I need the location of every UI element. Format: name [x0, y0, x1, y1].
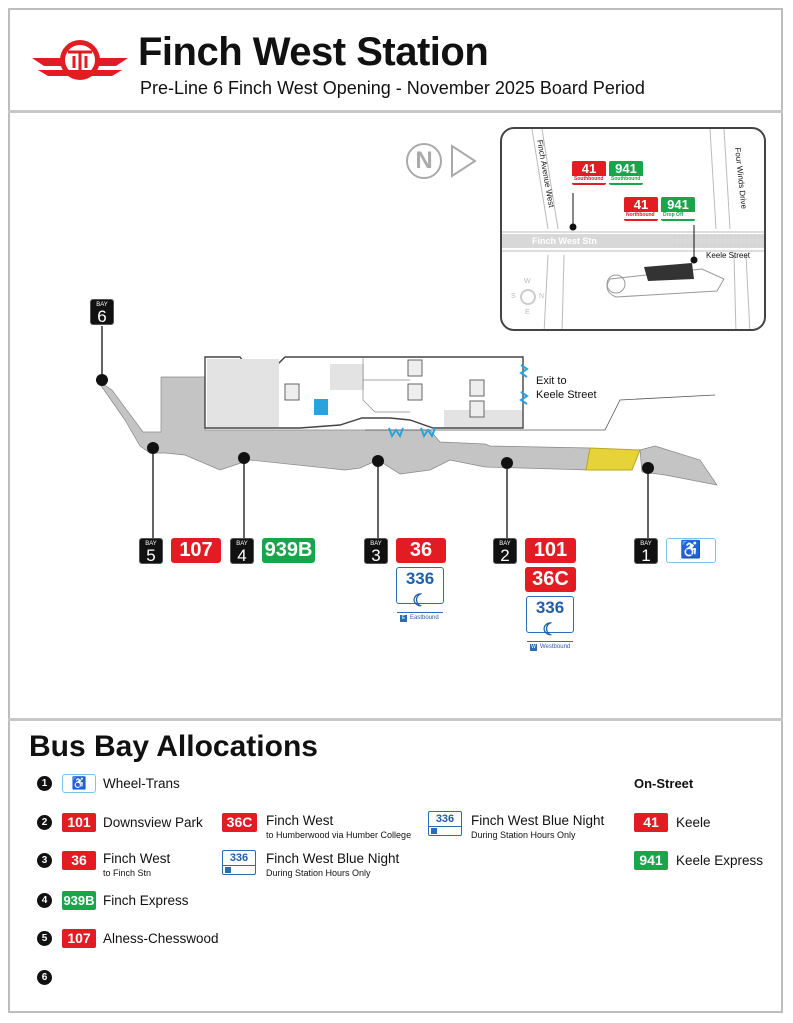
- legend-text: Finch West Blue Night: [471, 813, 605, 828]
- route-badge-107: 107: [171, 538, 221, 563]
- legend-route-badge: 107: [62, 929, 96, 948]
- route-badge-36c: 36C: [525, 567, 576, 592]
- legend-text: Finch West: [266, 813, 334, 828]
- legend-text: Finch West: [103, 851, 171, 866]
- legend-text: Downsview Park: [103, 815, 203, 830]
- page-frame: [8, 8, 783, 1013]
- route-badge-101: 101: [525, 538, 576, 563]
- legend-text: Finch Express: [103, 893, 189, 908]
- street-label: Keele Street: [706, 251, 751, 260]
- legend-subtext: to Humberwood via Humber College: [266, 830, 412, 840]
- exit-label: Exit to Keele Street: [536, 375, 597, 401]
- compass-w: W: [524, 278, 531, 285]
- legend-bay-number: 3: [37, 853, 52, 868]
- station-diagram: [96, 326, 718, 538]
- bay-5-marker: [147, 442, 159, 454]
- inset-map: Finch Avenue West Four Winds Drive Keele…: [500, 127, 766, 331]
- bay-1-marker: [642, 462, 654, 474]
- page-title: Finch West Station: [138, 30, 489, 74]
- bay-3-marker: [372, 455, 384, 467]
- legend-text: Alness-Chesswood: [103, 931, 219, 946]
- bay-4-marker: [238, 452, 250, 464]
- legend-bay-number: 4: [37, 893, 52, 908]
- tactile-crossing: [585, 447, 641, 471]
- allocations-title: Bus Bay Allocations: [29, 730, 318, 763]
- north-indicator: N: [406, 143, 442, 179]
- station-label: Finch West Stn: [532, 236, 597, 246]
- wheelchair-icon: ♿: [666, 538, 716, 563]
- legend-route-badge: 941: [634, 851, 668, 870]
- wheelchair-icon: ♿: [62, 774, 96, 793]
- bus-platform: [96, 376, 591, 475]
- inset-streets: [502, 129, 764, 329]
- legend-text: Keele Express: [676, 853, 764, 868]
- legend-text: Keele: [676, 815, 711, 830]
- bay-6-marker: [96, 374, 108, 386]
- legend-route-badge: 939B: [62, 891, 96, 910]
- legend-bay-number: 6: [37, 970, 52, 985]
- elevator-icon: [314, 399, 328, 415]
- legend-bay-number: 5: [37, 931, 52, 946]
- page-subtitle: Pre-Line 6 Finch West Opening - November…: [140, 78, 645, 98]
- compass-e: E: [525, 309, 530, 316]
- entrance-icon: [388, 364, 529, 439]
- escalator-icon: [407, 383, 423, 401]
- legend-route-badge: 36C: [222, 813, 257, 832]
- fare-payment-icon: [469, 400, 485, 418]
- legend-bay-number: 2: [37, 815, 52, 830]
- legend-subtext: During Station Hours Only: [471, 830, 576, 840]
- legend-subtext: During Station Hours Only: [266, 868, 371, 878]
- route-badge-939b: 939B: [262, 538, 315, 563]
- stairs-icon: [407, 359, 423, 377]
- bus-platform: [639, 445, 718, 486]
- legend-text: Wheel-Trans: [103, 776, 180, 791]
- legend-route-badge: 41: [634, 813, 668, 832]
- legend-text: Finch West Blue Night: [266, 851, 400, 866]
- compass-n: N: [539, 293, 545, 300]
- route-badge-36: 36: [396, 538, 446, 563]
- legend-route-badge: 36: [62, 851, 96, 870]
- washroom-icon: [469, 379, 485, 397]
- bike-parking-icon: [284, 383, 300, 401]
- legend-bay-number: 1: [37, 776, 52, 791]
- legend-route-badge: 101: [62, 813, 96, 832]
- legend-night-badge: 336: [222, 850, 256, 875]
- divider: [8, 110, 783, 113]
- divider: [8, 718, 783, 721]
- ttc-logo-icon: [32, 40, 128, 80]
- compass-s: S: [511, 293, 516, 300]
- north-arrow-icon: [451, 144, 477, 178]
- bay-2-marker: [501, 457, 513, 469]
- on-street-title: On-Street: [634, 776, 694, 791]
- legend-subtext: to Finch Stn: [103, 868, 152, 878]
- legend-night-badge: 336: [428, 811, 462, 836]
